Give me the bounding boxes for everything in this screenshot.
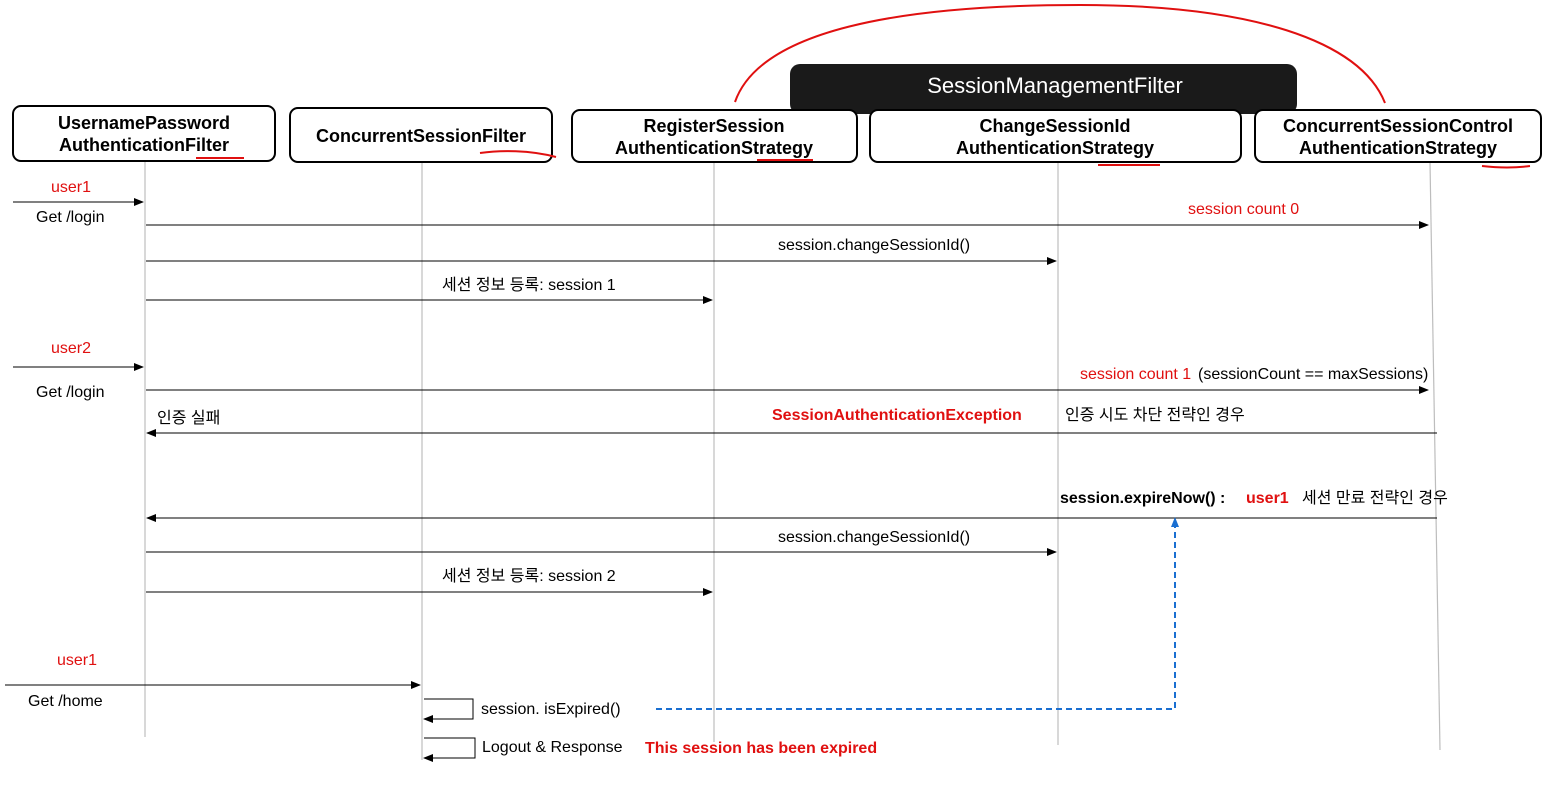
label-get-login-b: Get /login xyxy=(36,384,104,401)
label-session-count-1: session count 1 xyxy=(1080,366,1191,383)
participant-line1: ConcurrentSessionControl xyxy=(1283,116,1513,136)
label-is-expired: session. isExpired() xyxy=(481,701,621,718)
label-get-home: Get /home xyxy=(28,693,103,710)
red-underlines xyxy=(196,150,1531,169)
label-register-1: 세션 정보 등록: session 1 xyxy=(442,276,616,294)
participant-line1: ChangeSessionId xyxy=(979,116,1130,136)
participant-line1: ConcurrentSessionFilter xyxy=(316,126,526,146)
participant-line1: UsernamePassword xyxy=(58,113,230,133)
label-user1-b: user1 xyxy=(57,652,97,669)
participant-line2: AuthenticationStrategy xyxy=(1299,138,1497,158)
participant-line2: AuthenticationStrategy xyxy=(956,138,1154,158)
label-expire-case: 세션 만료 전략인 경우 xyxy=(1302,489,1448,507)
session-management-filter-header: SessionManagementFilter xyxy=(790,64,1297,114)
label-session-auth-exception: SessionAuthenticationException xyxy=(772,407,1022,424)
arrow-logout-self xyxy=(423,737,476,762)
participant-line1: RegisterSession xyxy=(643,116,784,136)
participant-username-password: UsernamePassword AuthenticationFilter xyxy=(12,105,276,162)
arrow-is-expired-self xyxy=(423,698,474,723)
header-title: SessionManagementFilter xyxy=(927,73,1183,98)
participant-line2: AuthenticationFilter xyxy=(59,135,229,155)
label-auth-fail: 인증 실패 xyxy=(157,409,220,427)
label-user1-a: user1 xyxy=(51,179,91,196)
label-session-count-1-cond: (sessionCount == maxSessions) xyxy=(1198,366,1428,383)
participant-concurrent-session-filter: ConcurrentSessionFilter xyxy=(289,107,553,163)
label-register-2: 세션 정보 등록: session 2 xyxy=(442,567,616,585)
label-expire-user: user1 xyxy=(1246,490,1289,507)
participant-line2: AuthenticationStrategy xyxy=(615,138,813,158)
label-expired-message: This session has been expired xyxy=(645,740,877,757)
annotation-curve xyxy=(734,3,1386,104)
participant-concurrent-session-control: ConcurrentSessionControl AuthenticationS… xyxy=(1254,109,1542,163)
dashed-link-expired-check xyxy=(656,517,1179,710)
lifelines xyxy=(144,161,1441,760)
participant-change-session-id: ChangeSessionId AuthenticationStrategy xyxy=(869,109,1242,163)
label-get-login-a: Get /login xyxy=(36,209,104,226)
label-change-id-1: session.changeSessionId() xyxy=(778,237,970,254)
label-user2: user2 xyxy=(51,340,91,357)
lifeline-concurrent-session-control xyxy=(1429,161,1441,751)
label-block-case: 인증 시도 차단 전략인 경우 xyxy=(1065,406,1245,424)
label-change-id-2: session.changeSessionId() xyxy=(778,529,970,546)
label-session-count-0: session count 0 xyxy=(1188,201,1299,218)
label-expire-now: session.expireNow() : xyxy=(1060,490,1225,507)
label-logout-response: Logout & Response xyxy=(482,739,623,756)
participant-register-session: RegisterSession AuthenticationStrategy xyxy=(571,109,858,163)
